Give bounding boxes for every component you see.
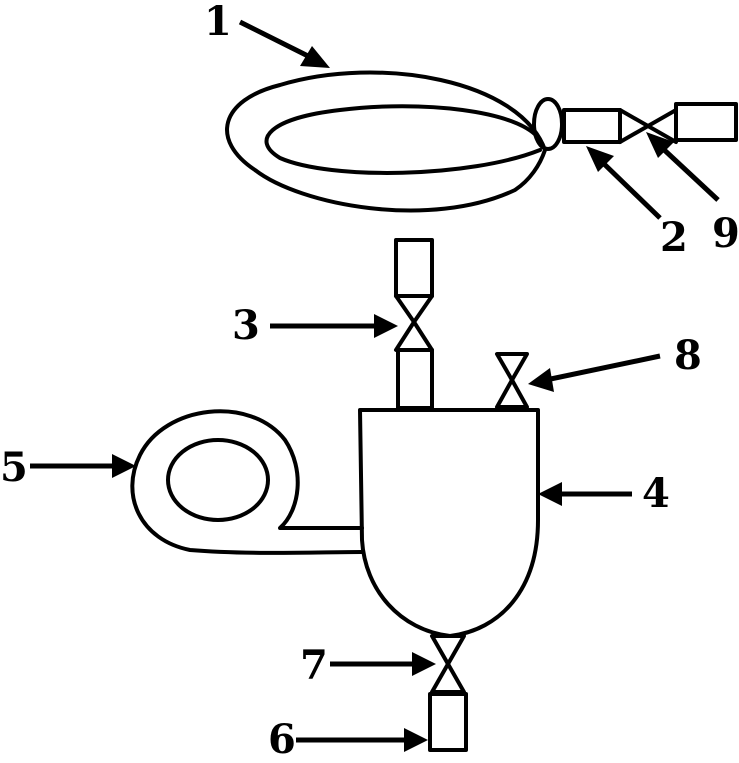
component-2-connector (562, 108, 622, 144)
component-9-valve (618, 108, 678, 144)
label-7: 7 (300, 642, 328, 689)
label-5: 5 (0, 444, 28, 491)
arrow-7 (330, 652, 436, 676)
component-7-valve (430, 634, 466, 694)
component-8-valve (495, 352, 529, 409)
arrow-3 (270, 314, 398, 338)
component-6-outlet (428, 692, 468, 752)
component-lower-pipe (396, 348, 434, 410)
component-joint-knob (532, 97, 564, 151)
label-6: 6 (268, 716, 296, 763)
label-3: 3 (232, 302, 260, 349)
component-5-coil (130, 409, 364, 555)
arrow-6 (296, 728, 428, 752)
label-4: 4 (642, 470, 670, 517)
arrow-8 (528, 353, 661, 392)
arrow-5 (30, 454, 136, 478)
label-1: 1 (204, 0, 232, 45)
arrow-4 (538, 482, 632, 506)
label-8: 8 (674, 332, 702, 379)
component-3-valve (394, 294, 434, 352)
label-2: 2 (660, 214, 688, 261)
component-outlet-right (674, 102, 738, 142)
arrow-2 (586, 146, 662, 220)
arrow-1 (238, 19, 330, 68)
label-9: 9 (712, 210, 739, 257)
component-4-vessel (358, 408, 540, 638)
component-1-top-loop (225, 70, 547, 213)
component-upper-pipe (394, 238, 434, 298)
arrow-9 (646, 132, 720, 202)
